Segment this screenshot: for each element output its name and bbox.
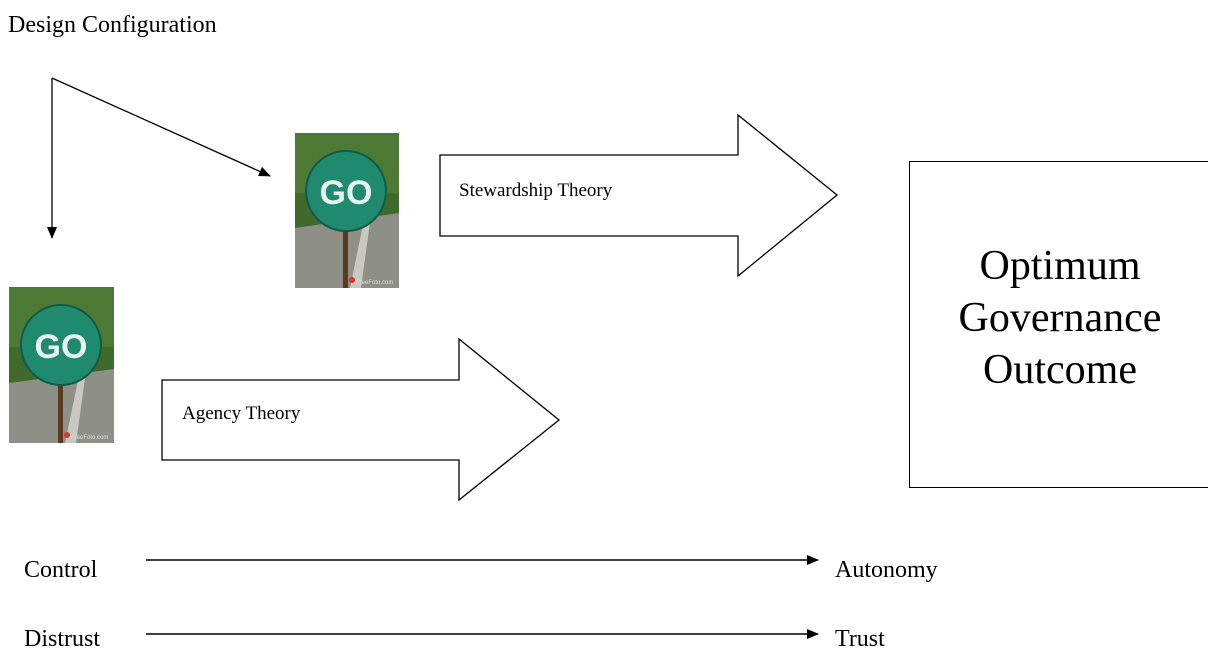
spectrum-autonomy-label: Autonomy	[835, 557, 938, 583]
optimum-governance-outcome-box: Optimum Governance Outcome	[909, 161, 1208, 488]
agency-block-arrow	[161, 337, 561, 502]
stewardship-theory-label: Stewardship Theory	[459, 180, 613, 201]
stewardship-block-arrow	[439, 113, 839, 278]
spectrum-control-label: Control	[24, 557, 98, 583]
photo-watermark: FreeFoto.com	[356, 280, 393, 286]
agency-theory-label: Agency Theory	[182, 403, 301, 424]
go-sign-text: GO	[320, 174, 373, 212]
agency-go-sign-photo: GO FreeFoto.com	[9, 287, 114, 443]
stewardship-go-sign-photo: GO FreeFoto.com	[295, 133, 399, 288]
go-sign-text: GO	[35, 328, 88, 366]
outcome-line-2: Governance	[958, 295, 1162, 341]
diagram-title: Design Configuration	[8, 12, 217, 38]
outcome-text: Optimum Governance Outcome	[910, 240, 1208, 396]
connector-to-stewardship-sign	[51, 77, 271, 177]
spectrum-distrust-label: Distrust	[24, 626, 101, 652]
outcome-line-1: Optimum	[979, 243, 1141, 289]
photo-watermark: FreeFoto.com	[71, 435, 108, 441]
outcome-line-3: Outcome	[983, 347, 1137, 393]
spectrum-trust-label: Trust	[835, 626, 885, 652]
